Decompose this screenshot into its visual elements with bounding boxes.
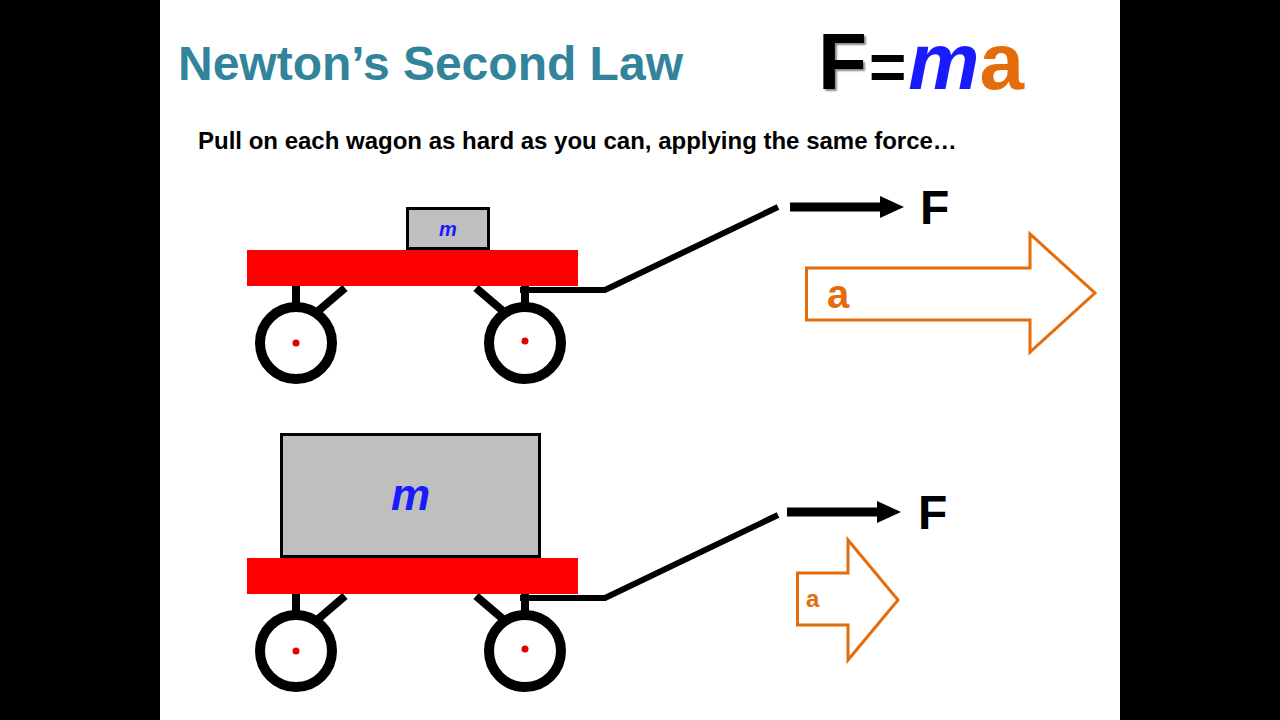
mass-block: m [406, 207, 490, 250]
formula-mass: m [908, 16, 979, 108]
formula-acceleration: a [979, 16, 1024, 108]
acceleration-arrow: a [805, 232, 1097, 354]
formula-force: F [818, 16, 867, 108]
slide-title: Newton’s Second Law [178, 36, 683, 91]
formula: F=ma [818, 16, 1024, 106]
arrow-shape [807, 234, 1096, 352]
arrow-text-area: a [827, 268, 849, 320]
arrow-text-area: a [806, 573, 819, 625]
arrow-shape [798, 540, 899, 660]
acceleration-arrow: a [796, 538, 900, 662]
instruction-text: Pull on each wagon as hard as you can, a… [198, 127, 957, 155]
acceleration-label: a [806, 587, 819, 611]
formula-equals: = [869, 30, 906, 104]
mass-label: m [391, 471, 430, 519]
mass-label: m [439, 218, 457, 240]
force-label: F [918, 485, 947, 540]
acceleration-label: a [827, 274, 849, 314]
force-label: F [920, 180, 949, 235]
mass-block: m [280, 433, 541, 558]
